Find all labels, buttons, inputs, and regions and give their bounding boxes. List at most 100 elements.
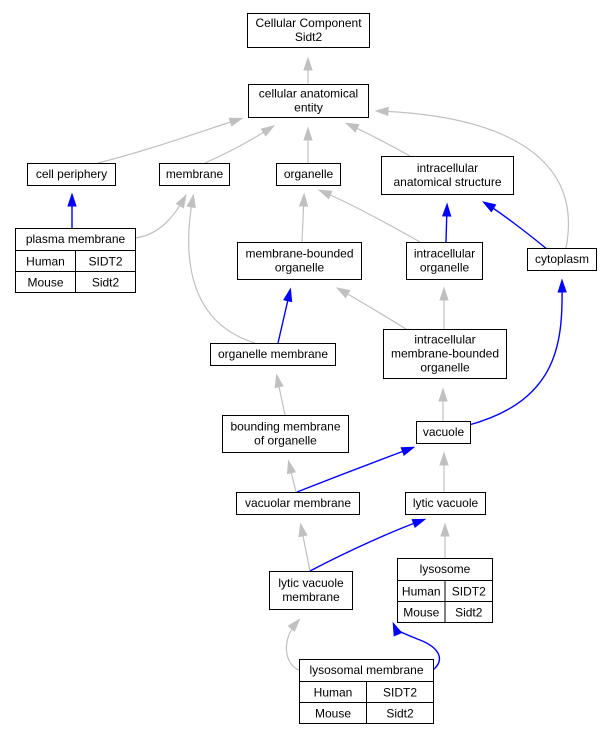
edge-lysosomal-membrane-to-lytic-vacuole-membrane	[285, 618, 301, 671]
edge-cytoplasm-to-cellular-anatomical-entity	[374, 106, 569, 249]
edge-arrowhead	[298, 192, 309, 207]
node-label-line: organelle	[275, 261, 325, 275]
edge-arrowhead	[283, 287, 293, 303]
node-label-line: lytic vacuole	[413, 496, 479, 510]
node-cytoplasm[interactable]: cytoplasm	[527, 248, 597, 271]
edge-vacuole-to-intracellular-membrane-bounded-organelle	[438, 387, 448, 421]
edge-arrowhead	[344, 122, 360, 133]
node-label-line: vacuolar membrane	[245, 496, 351, 510]
node-organelle[interactable]: organelle	[276, 163, 341, 186]
edge-arrowhead	[186, 193, 196, 209]
node-label-line: cytoplasm	[535, 252, 589, 266]
edge-lysosome-to-lytic-vacuole	[440, 522, 450, 558]
gene-label[interactable]: Sidt2	[455, 606, 483, 620]
node-label-line: of organelle	[254, 434, 317, 448]
node-label-line: membrane-bounded	[245, 247, 353, 261]
edge-intracellular-organelle-to-intracellular-anatomical-structure	[442, 202, 452, 243]
node-box	[210, 343, 336, 366]
edge-line	[484, 202, 549, 251]
node-label-line: Sidt2	[295, 30, 323, 44]
node-label-line: intracellular	[417, 161, 478, 175]
node-label-line: membrane	[282, 590, 340, 604]
edge-organelle-membrane-to-membrane-bounded-organelle	[277, 287, 293, 344]
edge-arrowhead	[392, 621, 403, 637]
species-label: Mouse	[403, 606, 439, 620]
node-label-line: plasma membrane	[26, 232, 126, 246]
gene-label[interactable]: Sidt2	[92, 276, 120, 290]
edge-line	[296, 447, 413, 493]
edge-line	[320, 190, 421, 243]
node-lytic-vacuole[interactable]: lytic vacuole	[405, 492, 486, 515]
node-box	[222, 415, 349, 453]
gene-label[interactable]: Sidt2	[386, 707, 414, 721]
edge-arrowhead	[228, 117, 244, 127]
edge-arrowhead	[439, 286, 449, 301]
edge-arrowhead	[303, 56, 313, 71]
node-label-line: cellular anatomical	[259, 87, 358, 101]
node-box	[276, 163, 341, 186]
gene-label[interactable]: SIDT2	[88, 255, 122, 269]
edge-line	[309, 519, 424, 572]
edge-arrowhead	[438, 387, 448, 402]
edge-arrowhead	[298, 522, 308, 538]
node-label-line: organelle	[420, 261, 470, 275]
species-label: Human	[314, 686, 353, 700]
node-label-line: lysosome	[420, 562, 471, 576]
edge-line	[97, 118, 241, 164]
edge-lytic-vacuole-membrane-to-vacuolar-membrane	[298, 522, 311, 572]
edge-arrowhead	[442, 202, 452, 217]
gene-label[interactable]: SIDT2	[383, 686, 417, 700]
node-label-line: bounding membrane	[230, 420, 340, 434]
node-box	[269, 571, 353, 610]
edge-arrowhead	[481, 201, 497, 213]
node-cell-periphery[interactable]: cell periphery	[27, 163, 116, 186]
node-label-line: anatomical structure	[393, 175, 501, 189]
edge-arrowhead	[175, 193, 187, 209]
gene-label[interactable]: SIDT2	[452, 585, 486, 599]
node-organelle-membrane[interactable]: organelle membrane	[210, 343, 336, 366]
node-box	[237, 242, 362, 280]
node-label-line: lysosomal membrane	[309, 663, 423, 677]
edges-layer	[67, 56, 569, 671]
edge-bounding-membrane-of-organelle-to-organelle-membrane	[274, 373, 286, 416]
edge-lytic-vacuole-to-vacuole	[439, 451, 449, 492]
edge-intracellular-anatomical-structure-to-cellular-anatomical-entity	[344, 122, 411, 157]
node-label-line: vacuole	[423, 425, 465, 439]
node-label-line: organelle	[284, 167, 334, 181]
node-vacuolar-membrane[interactable]: vacuolar membrane	[236, 492, 360, 515]
node-box	[381, 156, 514, 195]
edge-arrowhead	[335, 287, 351, 299]
edge-arrowhead	[260, 125, 276, 137]
node-box	[416, 421, 471, 444]
gene-cell	[366, 702, 434, 724]
edge-line	[188, 196, 256, 344]
node-label-line: Cellular Component	[255, 16, 362, 30]
annotation-row-mouse: Mouse Sidt2	[397, 601, 493, 623]
node-box	[236, 492, 360, 515]
edge-membrane-bounded-organelle-to-organelle	[298, 192, 309, 243]
edge-cytoplasm-to-intracellular-anatomical-structure	[481, 201, 549, 251]
edge-arrowhead	[439, 451, 449, 466]
edge-arrowhead	[286, 459, 297, 475]
node-vacuole[interactable]: vacuole	[416, 421, 471, 444]
node-membrane[interactable]: membrane	[159, 163, 230, 186]
edge-intracellular-membrane-bounded-organelle-to-intracellular-organelle	[439, 286, 449, 329]
species-label: Mouse	[315, 707, 351, 721]
edge-line	[377, 110, 569, 249]
node-box	[27, 163, 116, 186]
